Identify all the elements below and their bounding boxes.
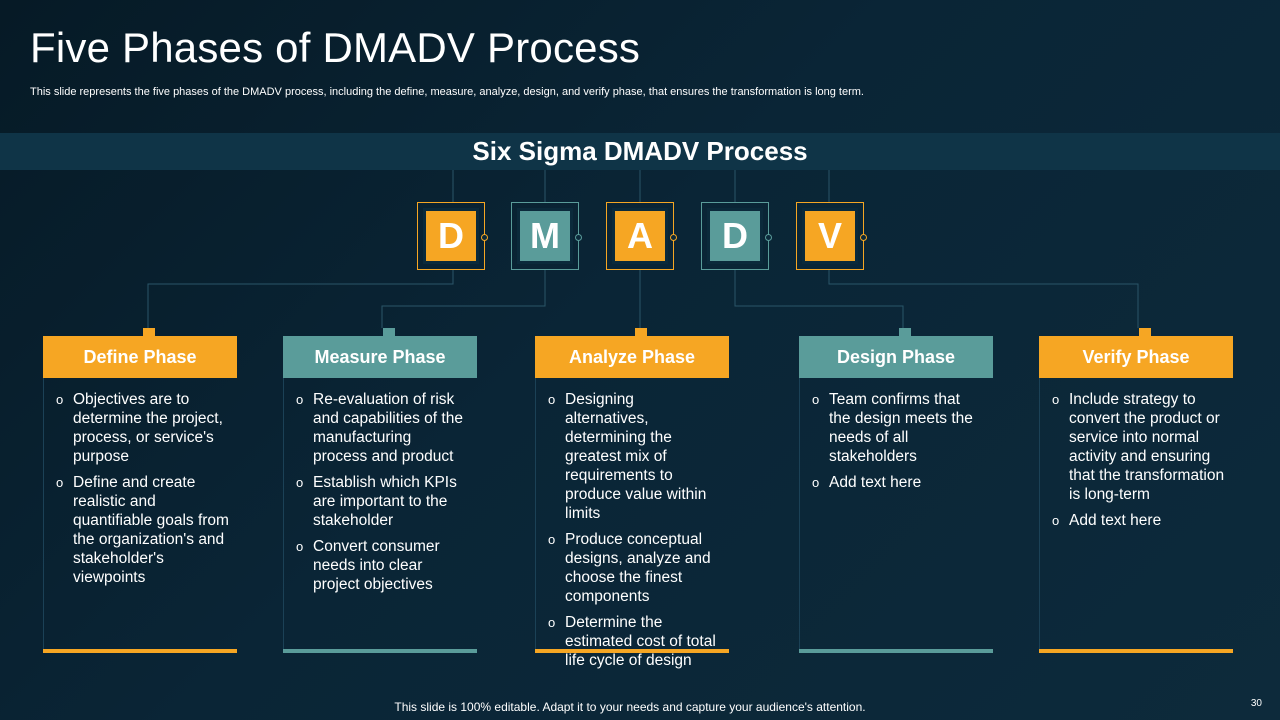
bullet-item: Objectives are to determine the project,…	[54, 390, 229, 466]
letter-v: V	[802, 208, 858, 264]
letter-d2: D	[707, 208, 763, 264]
phase-bullets: Team confirms that the design meets the …	[810, 390, 985, 492]
letter-a: A	[612, 208, 668, 264]
phase-bullets: Include strategy to convert the product …	[1050, 390, 1225, 530]
phase-title: Design Phase	[799, 336, 993, 378]
letter-d: D	[423, 208, 479, 264]
bullet-item: Team confirms that the design meets the …	[810, 390, 985, 466]
bullet-item: Designing alternatives, determining the …	[546, 390, 721, 523]
phase-title: Verify Phase	[1039, 336, 1233, 378]
phase-bottom-bar	[799, 649, 993, 653]
bullet-item: Re-evaluation of risk and capabilities o…	[294, 390, 469, 466]
phase-bottom-bar	[1039, 649, 1233, 653]
connector-line	[381, 270, 546, 328]
connector-dot	[575, 234, 582, 241]
phase-body: Team confirms that the design meets the …	[799, 378, 993, 653]
phase-title: Measure Phase	[283, 336, 477, 378]
phase-body: Re-evaluation of risk and capabilities o…	[283, 378, 477, 653]
slide-subtitle: This slide represents the five phases of…	[30, 86, 864, 98]
phase-tab	[143, 328, 155, 336]
phase-card-design: Design Phase Team confirms that the desi…	[799, 328, 993, 653]
letter-box-v: V	[796, 202, 867, 270]
phase-bottom-bar	[43, 649, 237, 653]
bullet-item: Produce conceptual designs, analyze and …	[546, 530, 721, 606]
bullet-item: Establish which KPIs are important to th…	[294, 473, 469, 530]
slide-title: Five Phases of DMADV Process	[30, 24, 641, 71]
banner-bar	[0, 133, 1280, 170]
connector-line	[828, 270, 1139, 328]
phase-card-measure: Measure Phase Re-evaluation of risk and …	[283, 328, 477, 653]
bullet-item: Define and create realistic and quantifi…	[54, 473, 229, 587]
phase-bullets: Designing alternatives, determining the …	[546, 390, 721, 670]
phase-bullets: Re-evaluation of risk and capabilities o…	[294, 390, 469, 594]
bullet-item: Add text here	[1050, 511, 1225, 530]
bullet-item: Determine the estimated cost of total li…	[546, 613, 721, 670]
phase-body: Designing alternatives, determining the …	[535, 378, 729, 669]
letter-m: M	[517, 208, 573, 264]
phase-tab	[635, 328, 647, 336]
phase-title: Define Phase	[43, 336, 237, 378]
phase-body: Objectives are to determine the project,…	[43, 378, 237, 653]
connector-dot	[670, 234, 677, 241]
phase-title: Analyze Phase	[535, 336, 729, 378]
connector-dot	[860, 234, 867, 241]
footer-note: This slide is 100% editable. Adapt it to…	[394, 700, 866, 714]
phase-bottom-bar	[535, 649, 729, 653]
phase-body: Include strategy to convert the product …	[1039, 378, 1233, 653]
letter-box-m: M	[511, 202, 582, 270]
connector-dot	[481, 234, 488, 241]
phase-card-verify: Verify Phase Include strategy to convert…	[1039, 328, 1233, 653]
connector-dot	[765, 234, 772, 241]
letter-box-a: A	[606, 202, 677, 270]
page-number: 30	[1250, 698, 1262, 709]
bullet-item: Include strategy to convert the product …	[1050, 390, 1225, 504]
bullet-item: Add text here	[810, 473, 985, 492]
banner-title: Six Sigma DMADV Process	[472, 136, 808, 166]
connector-line	[734, 270, 904, 328]
phase-card-analyze: Analyze Phase Designing alternatives, de…	[535, 328, 729, 669]
phase-tab	[383, 328, 395, 336]
connector-line	[147, 270, 454, 328]
phase-tab	[899, 328, 911, 336]
phase-card-define: Define Phase Objectives are to determine…	[43, 328, 237, 653]
bullet-item: Convert consumer needs into clear projec…	[294, 537, 469, 594]
letter-box-d2: D	[701, 202, 772, 270]
phase-bottom-bar	[283, 649, 477, 653]
phase-bullets: Objectives are to determine the project,…	[54, 390, 229, 587]
phase-tab	[1139, 328, 1151, 336]
letter-box-d: D	[417, 202, 488, 270]
